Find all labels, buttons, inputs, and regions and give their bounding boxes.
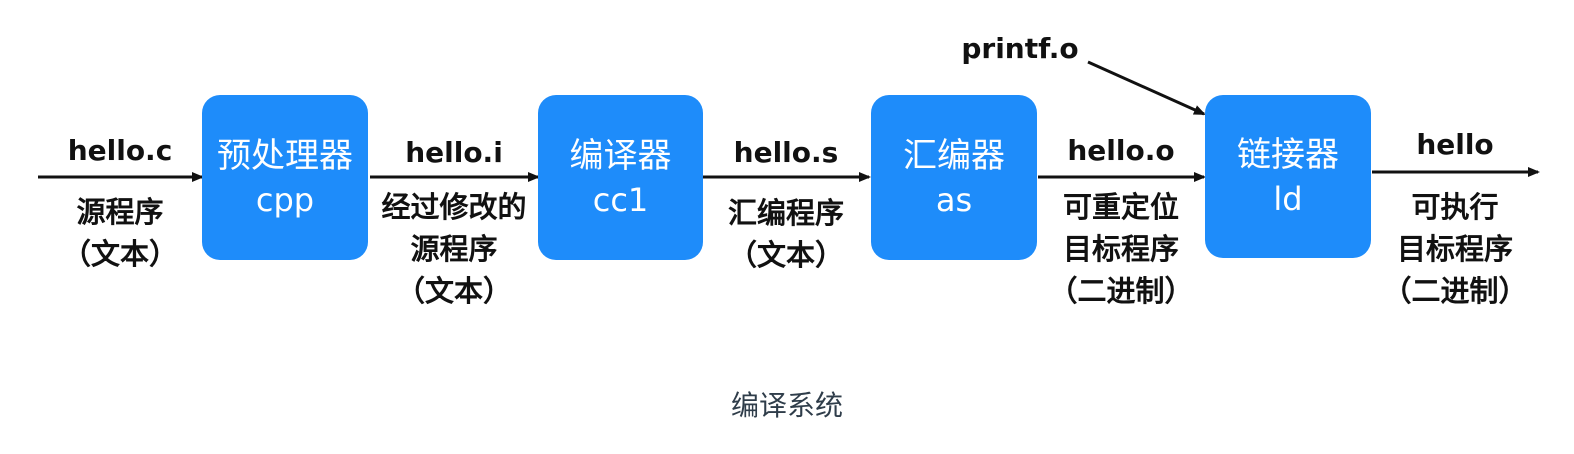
desc-line: （文本） <box>61 237 178 271</box>
file-label-hello: hello <box>1416 128 1494 161</box>
stage-box-linker: 链接器 ld <box>1205 95 1371 258</box>
desc-line: 目标程序 <box>1396 232 1513 266</box>
desc-line: 源程序 <box>76 195 164 229</box>
desc-line: （二进制） <box>1048 274 1194 308</box>
file-desc-hello-c: 源程序 （文本） <box>38 191 202 275</box>
file-label-hello-c: hello.c <box>67 134 173 167</box>
stage-name: 汇编器 <box>903 135 1005 176</box>
stage-cmd: cc1 <box>592 180 649 219</box>
desc-line: （文本） <box>727 238 844 272</box>
stage-name: 链接器 <box>1237 134 1339 175</box>
stage-name: 编译器 <box>569 135 672 176</box>
file-desc-hello: 可执行 目标程序 （二进制） <box>1372 186 1538 312</box>
desc-line: 可重定位 <box>1062 190 1179 224</box>
desc-line: 可执行 <box>1411 190 1499 224</box>
desc-line: （文本） <box>395 274 512 308</box>
file-label-hello-o: hello.o <box>1067 134 1175 167</box>
file-label-hello-i: hello.i <box>405 136 503 169</box>
arrow-printf-o <box>1087 60 1206 116</box>
stage-cmd: as <box>935 180 973 219</box>
file-desc-hello-s: 汇编程序 （文本） <box>703 192 869 276</box>
stage-box-compiler: 编译器 cc1 <box>538 95 703 260</box>
file-label-hello-s: hello.s <box>733 136 839 169</box>
stage-cmd: ld <box>1273 179 1303 218</box>
desc-line: 经过修改的 <box>381 190 527 224</box>
stage-box-preprocessor: 预处理器 cpp <box>202 95 368 260</box>
stage-cmd: cpp <box>255 180 315 219</box>
file-desc-hello-o: 可重定位 目标程序 （二进制） <box>1038 186 1204 312</box>
file-label-printf-o: printf.o <box>961 32 1079 65</box>
stage-box-assembler: 汇编器 as <box>871 95 1037 260</box>
stage-name: 预处理器 <box>217 135 353 176</box>
desc-line: 汇编程序 <box>727 196 844 230</box>
file-desc-hello-i: 经过修改的 源程序 （文本） <box>370 186 538 312</box>
desc-line: （二进制） <box>1382 274 1528 308</box>
desc-line: 目标程序 <box>1062 232 1179 266</box>
desc-line: 源程序 <box>410 232 498 266</box>
diagram-caption: 编译系统 <box>730 389 843 422</box>
